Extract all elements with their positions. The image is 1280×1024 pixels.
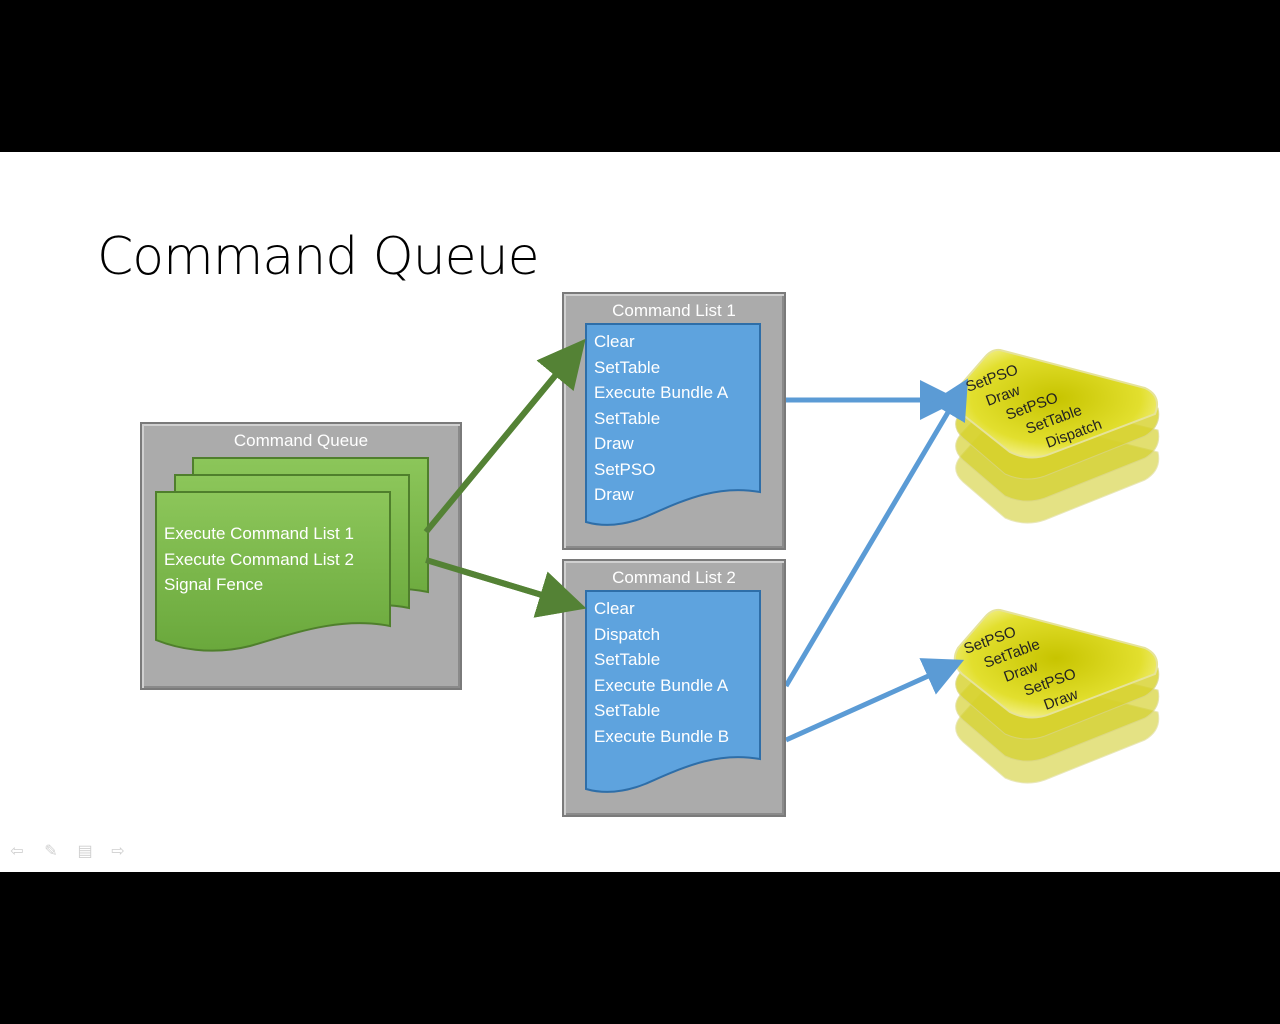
list2-item: Dispatch — [594, 624, 661, 644]
list1-item: Draw — [594, 434, 634, 453]
list1-items: Clear SetTable Execute Bundle A SetTable… — [594, 329, 728, 508]
queue-item: Signal Fence — [164, 575, 264, 594]
list2-items: Clear Dispatch SetTable Execute Bundle A… — [594, 596, 729, 749]
menu-icon[interactable]: ▤ — [77, 843, 93, 860]
command-queue-header: Command Queue — [233, 431, 369, 450]
bundle-a-top — [953, 348, 1158, 459]
forward-arrow-icon[interactable]: ⇨ — [111, 843, 125, 860]
arrow-list2-to-bundle-b — [784, 658, 965, 743]
list2-item: Clear — [594, 599, 635, 618]
list2-item: SetTable — [594, 701, 661, 720]
back-arrow-icon[interactable]: ⇦ — [10, 843, 24, 860]
queue-items: Execute Command List 1 Execute Command L… — [164, 521, 354, 598]
command-list-2-header: Command List 2 — [612, 568, 736, 587]
list2-item: Execute Bundle A — [594, 675, 729, 695]
queue-item: Execute Command List 2 — [164, 549, 354, 569]
slide: Command Queue — [0, 152, 1280, 872]
bundle-a-stack — [953, 348, 1160, 524]
list2-item: Execute Bundle B — [594, 726, 730, 746]
list1-item: Execute Bundle A — [594, 383, 729, 402]
list1-item: Clear — [594, 332, 635, 351]
arrow-list2-to-bundle-a — [783, 378, 969, 688]
bundle-b-stack — [953, 608, 1160, 784]
list1-item: SetPSO — [594, 459, 656, 479]
list2-item: SetTable — [594, 650, 661, 669]
pen-icon[interactable]: ✎ — [44, 843, 58, 860]
queue-item: Execute Command List 1 — [164, 524, 354, 543]
list1-item: SetTable — [594, 408, 661, 428]
list1-item: SetTable — [594, 357, 661, 377]
list1-item: Draw — [594, 485, 634, 504]
command-list-1-header: Command List 1 — [612, 301, 736, 320]
bundle-b-top — [953, 608, 1158, 719]
page-title: Command Queue — [97, 227, 540, 287]
